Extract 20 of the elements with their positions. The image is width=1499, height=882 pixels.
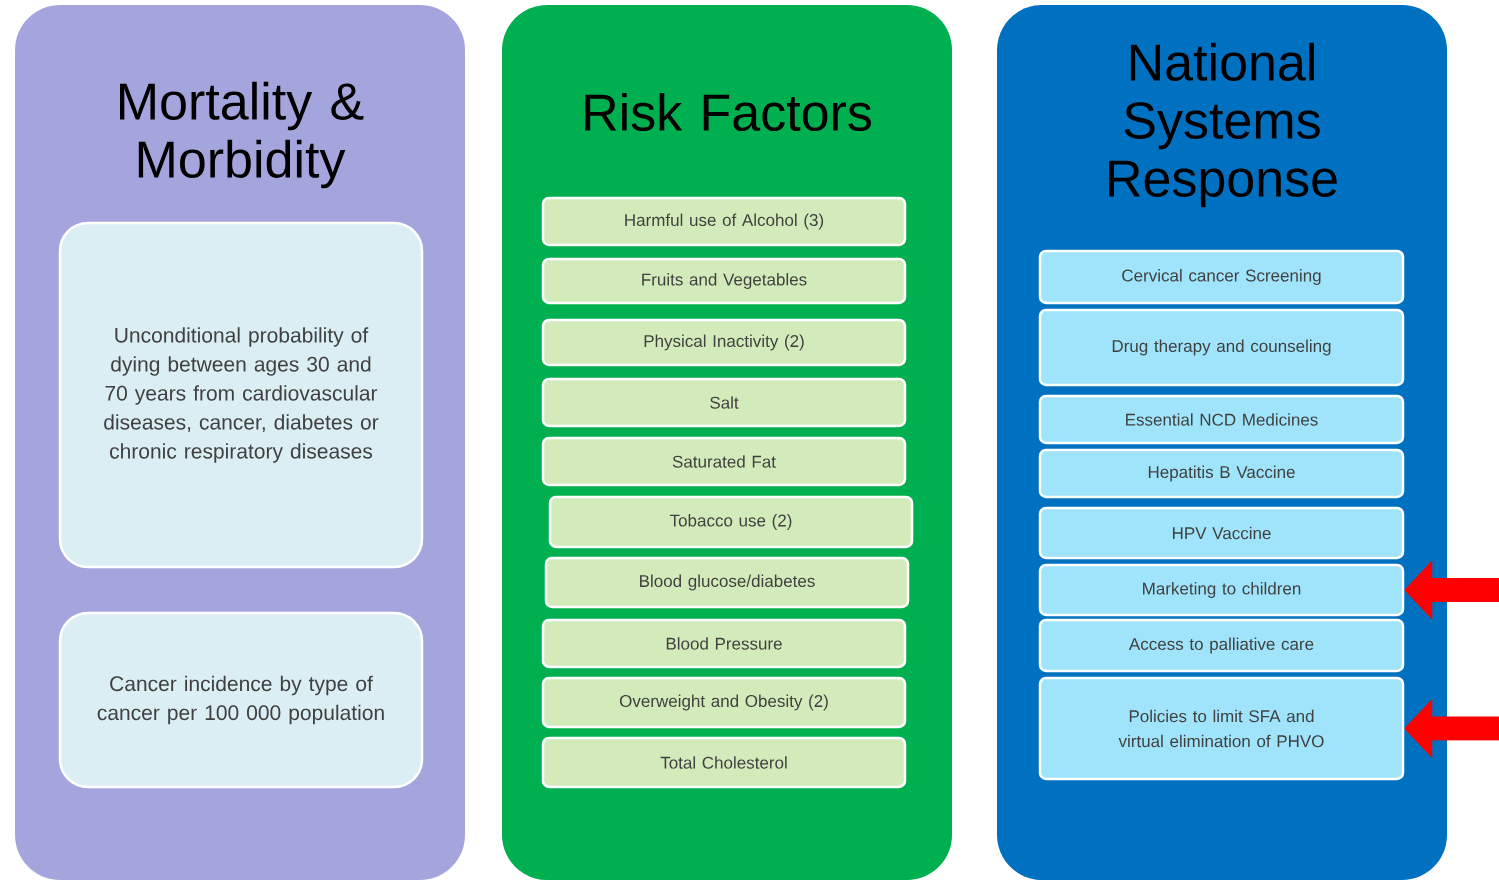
text-box: HPV Vaccine xyxy=(1038,506,1405,560)
text-box: Drug therapy and counseling xyxy=(1038,308,1405,387)
text-box: Hepatitis B Vaccine xyxy=(1038,448,1405,499)
text-box: Blood glucose/diabetes xyxy=(544,556,910,609)
text-box: Policies to limit SFA and virtual elimination of PHVO xyxy=(1038,676,1405,781)
text-box: Tobacco use (2) xyxy=(548,495,914,549)
text-box: Unconditional probability of dying between ages 30 and 70 years from cardiovascular diseases, cancer, diabetes or chronic respiratory diseases xyxy=(58,221,424,569)
text-box: Physical Inactivity (2) xyxy=(541,318,907,367)
text-box: Overweight and Obesity (2) xyxy=(541,676,907,729)
text-box: Saturated Fat xyxy=(541,436,907,487)
text-box: Access to palliative care xyxy=(1038,618,1405,673)
text-box: Marketing to children xyxy=(1038,563,1405,617)
text-box: Cervical cancer Screening xyxy=(1038,249,1405,305)
text-box: Harmful use of Alcohol (3) xyxy=(541,196,907,247)
text-box: Cancer incidence by type of cancer per 100 000 population xyxy=(58,611,424,789)
text-box: Essential NCD Medicines xyxy=(1038,394,1405,445)
text-box: Fruits and Vegetables xyxy=(541,257,907,305)
text-box: Blood Pressure xyxy=(541,618,907,669)
text-box: Salt xyxy=(541,377,907,428)
text-box: Total Cholesterol xyxy=(541,736,907,789)
